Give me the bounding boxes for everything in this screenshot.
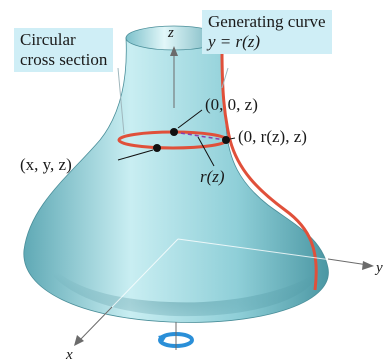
point-on-section (153, 144, 161, 152)
leader-curve-point (229, 137, 236, 140)
x-axis-label: x (65, 347, 73, 361)
callout-right-line1: Generating curve (208, 12, 326, 31)
surface-body (23, 37, 329, 323)
callout-right-line2: y = r(z) (208, 32, 261, 51)
y-axis-label: y (374, 260, 383, 276)
leader-radius (197, 136, 215, 167)
callout-left-line1: Circular (20, 30, 76, 49)
leader-section-point (117, 149, 154, 161)
leader-axis-point (177, 109, 203, 129)
point-on-axis (170, 128, 178, 136)
label-point-section: (x, y, z) (20, 155, 72, 174)
z-axis-arrow-icon (170, 46, 178, 56)
callout-generating-curve: Generating curve y = r(z) (202, 10, 332, 54)
surface-shadow (40, 250, 320, 317)
label-radius: r(z) (200, 167, 225, 186)
callout-left-line2: cross section (20, 50, 108, 69)
x-axis-outside (77, 306, 113, 343)
callout-circular-cross-section: Circular cross section (14, 28, 114, 72)
y-axis-outside (327, 258, 369, 266)
rotation-arrow-icon (158, 322, 194, 350)
leader-left-callout (117, 67, 125, 135)
x-axis-arrow-icon (74, 335, 84, 346)
point-on-curve (222, 136, 230, 144)
generating-curve (220, 49, 318, 291)
z-axis-label: z (167, 25, 174, 41)
radius-dashed-line (173, 131, 226, 141)
leader-right-callout (221, 67, 229, 89)
label-point-curve: (0, r(z), z) (238, 127, 307, 146)
label-point-axis: (0, 0, z) (205, 95, 258, 114)
y-axis-arrow-icon (362, 261, 374, 270)
